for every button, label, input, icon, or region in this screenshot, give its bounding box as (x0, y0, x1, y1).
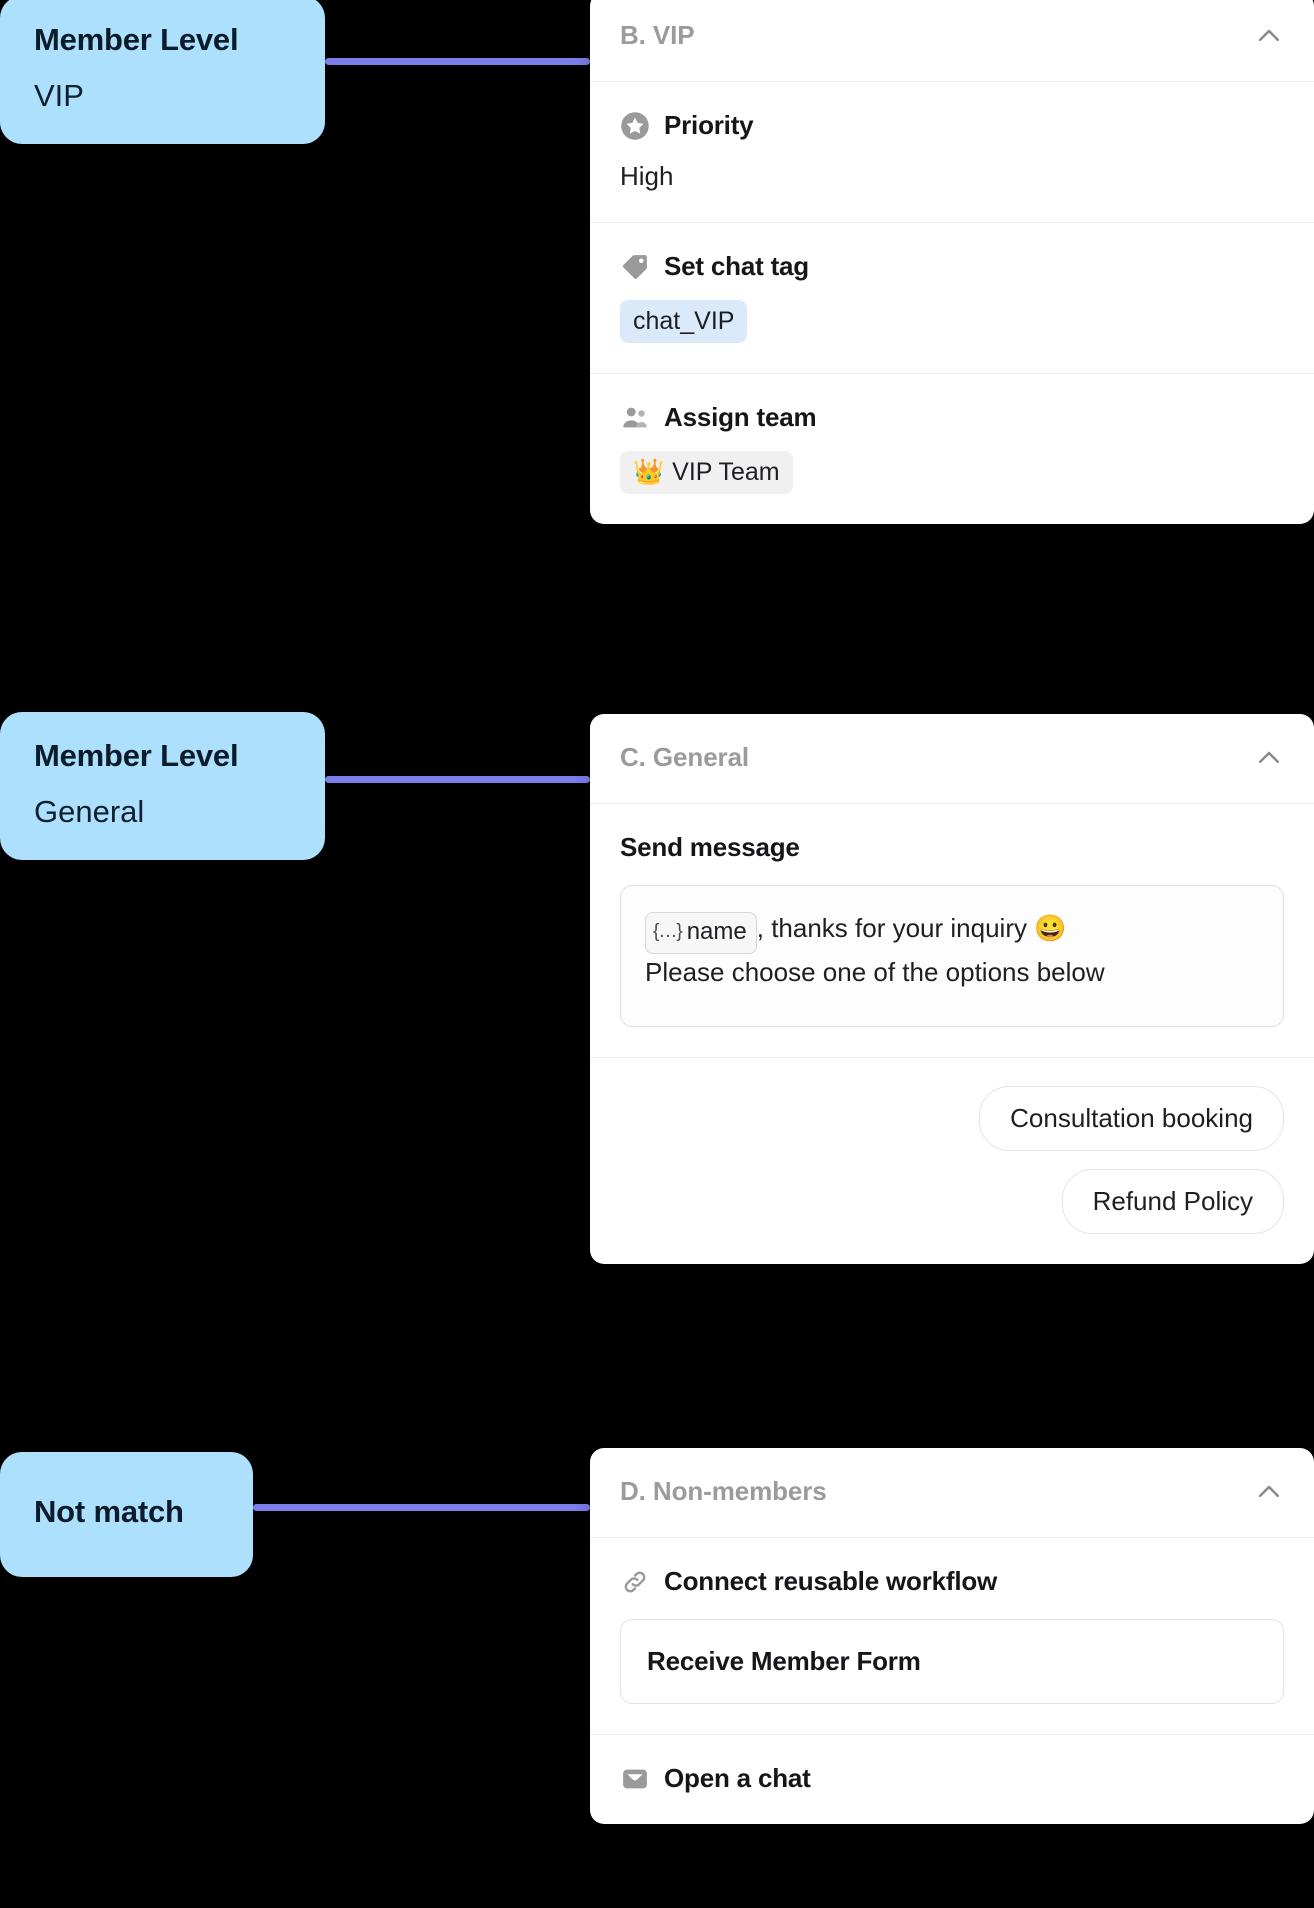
row-label: Assign team (664, 402, 817, 432)
chat-inbox-icon (620, 1764, 650, 1794)
workflow-name: Receive Member Form (647, 1646, 921, 1676)
link-icon (620, 1567, 650, 1597)
card-non-members-connect-workflow[interactable]: Connect reusable workflow Receive Member… (590, 1538, 1314, 1735)
card-vip-row-chat-tag[interactable]: Set chat tag chat_VIP (590, 223, 1314, 374)
star-icon (620, 111, 650, 141)
branch-node-value: VIP (34, 77, 84, 113)
variable-chip-label: name (686, 918, 747, 946)
chevron-up-icon[interactable] (1254, 743, 1284, 773)
branch-node-not-match[interactable]: Not match (0, 1452, 253, 1577)
card-non-members[interactable]: D. Non-members Connect reusable workflow… (590, 1448, 1314, 1824)
branch-node-general[interactable]: Member Level General (0, 712, 325, 860)
card-vip-row-assign-team[interactable]: Assign team 👑 VIP Team (590, 374, 1314, 524)
branch-node-title: Member Level (34, 738, 239, 773)
row-head: Set chat tag (620, 251, 1284, 282)
braces-icon: {…} (653, 921, 683, 942)
branch-node-vip[interactable]: Member Level VIP (0, 0, 325, 144)
row-label: Open a chat (664, 1763, 811, 1793)
card-non-members-open-chat[interactable]: Open a chat (590, 1735, 1314, 1824)
quick-reply-list: Consultation booking Refund Policy (620, 1086, 1284, 1235)
message-line-1-rest: , thanks for your inquiry 😀 (756, 913, 1067, 943)
assign-team-badge-label: VIP Team (672, 458, 780, 486)
branch-node-value: General (34, 793, 145, 829)
row-head: Assign team (620, 402, 1284, 433)
card-general-header[interactable]: C. General (590, 714, 1314, 804)
card-non-members-title: D. Non-members (620, 1476, 827, 1506)
priority-value: High (620, 161, 674, 191)
chat-tag-badge-label: chat_VIP (633, 307, 735, 335)
card-vip[interactable]: B. VIP Priority High (590, 0, 1314, 524)
send-message-label: Send message (620, 832, 800, 862)
card-vip-row-priority[interactable]: Priority High (590, 82, 1314, 223)
card-general-send-message[interactable]: Send message {…}name, thanks for your in… (590, 804, 1314, 1059)
connector-vip (325, 58, 590, 65)
chevron-up-icon[interactable] (1254, 1477, 1284, 1507)
quick-reply-button[interactable]: Refund Policy (1061, 1169, 1284, 1235)
branch-node-title: Not match (34, 1494, 184, 1529)
quick-reply-button[interactable]: Consultation booking (979, 1086, 1284, 1152)
row-head: Open a chat (620, 1763, 1284, 1794)
chevron-up-icon[interactable] (1254, 21, 1284, 51)
card-non-members-header[interactable]: D. Non-members (590, 1448, 1314, 1538)
card-general-quick-replies: Consultation booking Refund Policy (590, 1058, 1314, 1264)
people-icon (620, 403, 650, 433)
card-vip-title: B. VIP (620, 20, 695, 50)
row-head: Connect reusable workflow (620, 1566, 1284, 1597)
chat-tag-badge[interactable]: chat_VIP (620, 300, 748, 343)
card-vip-header[interactable]: B. VIP (590, 0, 1314, 82)
row-head: Priority (620, 110, 1284, 141)
connector-general (325, 776, 590, 783)
assign-team-badge[interactable]: 👑 VIP Team (620, 451, 793, 494)
crown-icon: 👑 (633, 458, 665, 486)
message-line-2: Please choose one of the options below (645, 956, 1105, 987)
message-composer[interactable]: {…}name, thanks for your inquiry 😀 Pleas… (620, 885, 1284, 1028)
card-general-title: C. General (620, 742, 750, 772)
variable-chip-name[interactable]: {…}name (645, 912, 757, 954)
row-label: Set chat tag (664, 251, 809, 281)
branch-node-title: Member Level (34, 22, 239, 57)
card-general[interactable]: C. General Send message {…}name, thanks … (590, 714, 1314, 1265)
connector-not-match (253, 1504, 590, 1511)
message-line-1: {…}name, thanks for your inquiry 😀 (645, 910, 1259, 954)
workflow-reference-box[interactable]: Receive Member Form (620, 1619, 1284, 1704)
row-label: Priority (664, 110, 754, 140)
row-label: Connect reusable workflow (664, 1566, 998, 1596)
tag-icon (620, 252, 650, 282)
